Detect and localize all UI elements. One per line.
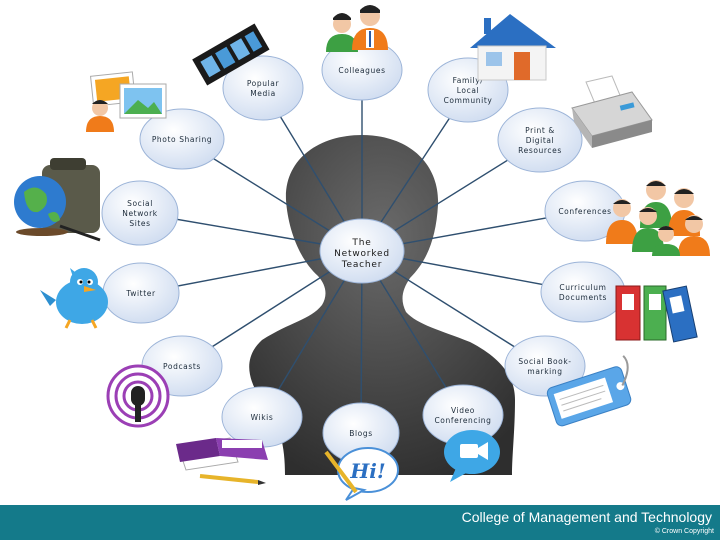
node-label-curriculum: Curriculum [559,283,606,292]
printer-icon [571,75,653,148]
hi-speech-bubble-icon: Hi! [324,447,399,501]
node-label-social-network: Sites [129,219,150,228]
node-label-wikis: Wikis [251,413,274,422]
node-blogs: Blogs [322,402,400,464]
node-label-popular-media: Media [250,89,276,98]
node-label-video: Conferencing [434,416,491,425]
node-label-bookmarking: Social Book- [518,357,571,366]
binders-icon [615,285,698,343]
node-label-print: Print & [525,126,555,135]
footer-copyright: © Crown Copyright [654,528,714,535]
books-pencil-icon [176,437,268,485]
colleagues-people-icon [326,5,388,52]
center-label-line-1: The [351,238,371,248]
center-label-line-2: Networked [334,249,390,259]
node-label-print: Digital [526,136,555,145]
conference-group-icon [606,180,710,256]
video-camera-bubble-icon [444,430,500,482]
center-label-line-3: Teacher [341,260,383,270]
bird-icon [40,268,108,329]
hi-bubble-text: Hi! [349,459,385,483]
node-label-video: Video [451,406,475,415]
node-label-family: Local [457,86,479,95]
footer-title: College of Management and Technology [461,509,712,525]
node-bubble-curriculum [540,261,626,323]
center-node: The Networked Teacher [319,218,405,284]
node-bubble-popular-media [222,55,304,121]
node-label-twitter: Twitter [125,289,156,298]
node-label-print: Resources [518,146,562,155]
node-wikis: Wikis [221,386,303,448]
node-label-photo-sharing: Photo Sharing [152,135,212,144]
node-label-family: Family/ [453,76,484,85]
node-label-social-network: Network [122,209,158,218]
node-label-family: Community [444,96,493,105]
node-bookmarking: Social Book-marking [504,335,586,397]
film-strip-icon [192,23,270,86]
house-icon [470,14,556,81]
node-label-blogs: Blogs [349,429,373,438]
node-photo-sharing: Photo Sharing [139,108,225,170]
node-label-popular-media: Popular [247,79,280,88]
podcast-icon [106,364,170,428]
node-bubble-photo-sharing [139,108,225,170]
node-label-social-network: Social [127,199,153,208]
node-bubble-social-network [101,180,179,246]
node-bubble-print [497,107,583,173]
bookmark-tag-icon [546,355,632,427]
footer-bar: College of Management and Technology © C… [0,505,720,540]
node-label-curriculum: Documents [559,293,607,302]
node-label-conferences: Conferences [558,207,611,216]
node-label-bookmarking: marking [527,367,562,376]
globe-bag-icon [14,158,101,242]
node-twitter: Twitter [102,262,180,324]
photo-stack-icon [86,71,167,132]
node-bubble-bookmarking [504,335,586,397]
node-label-podcasts: Podcasts [163,362,201,371]
node-label-colleagues: Colleagues [338,66,385,75]
